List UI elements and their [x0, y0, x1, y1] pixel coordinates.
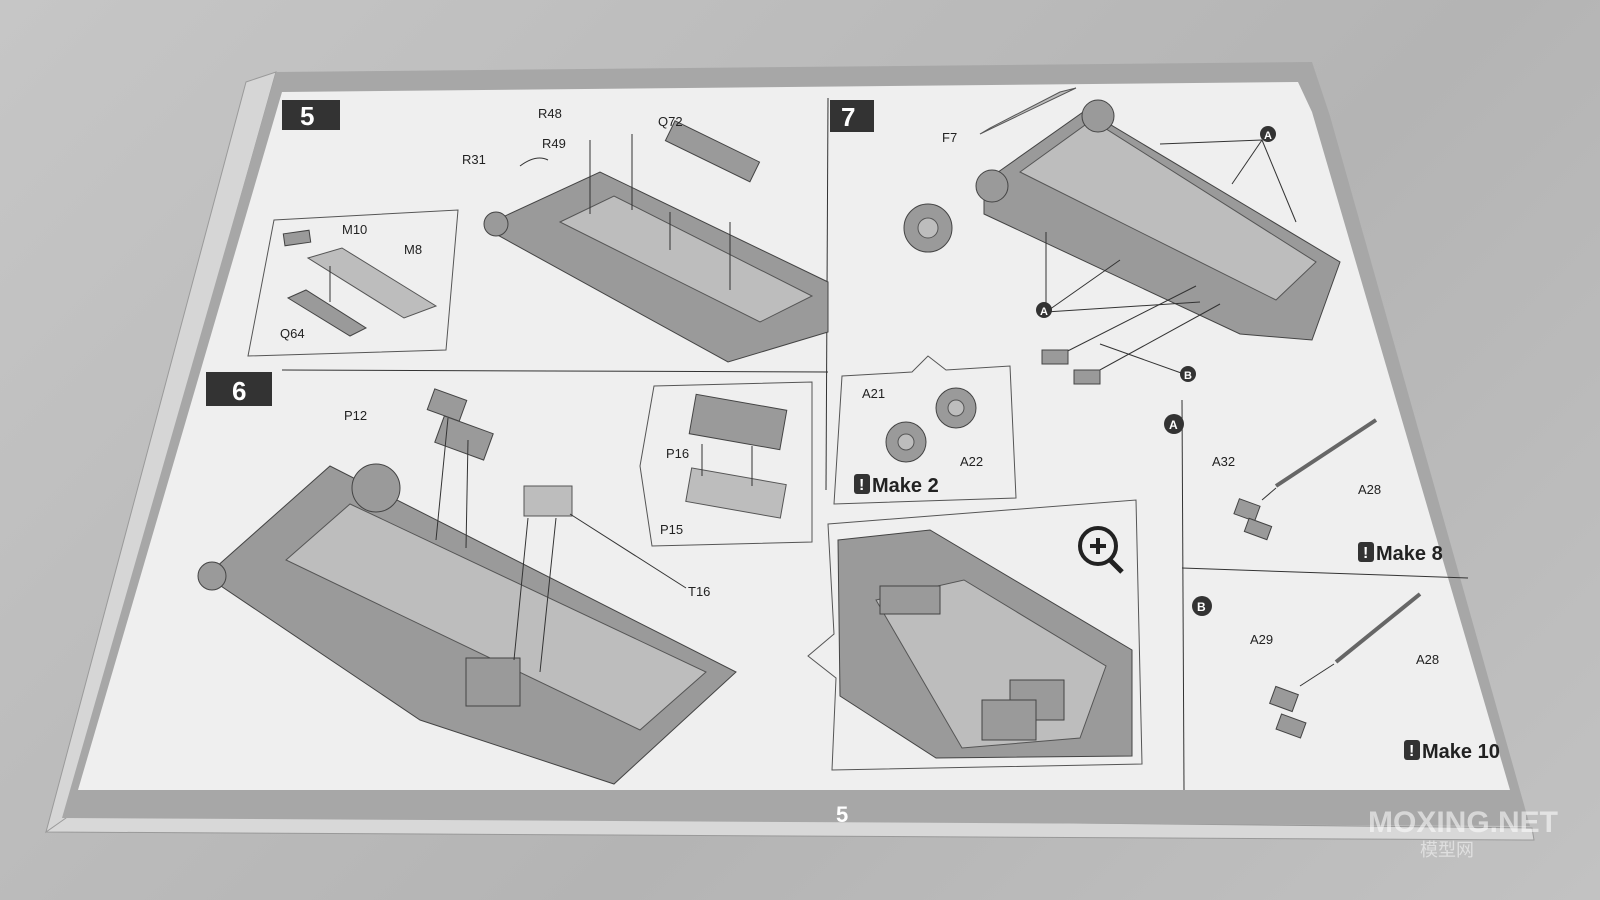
make-2-note: ! Make 2	[854, 474, 939, 497]
step-6-number: 6	[232, 376, 246, 406]
make-10-label: Make 10	[1422, 741, 1500, 763]
step-5-hull-drawing	[483, 120, 829, 363]
watermark-moxing: MOXING.NET	[1368, 806, 1558, 839]
step-7-inset	[833, 355, 1017, 505]
label-a28-upper: A28	[1358, 482, 1381, 497]
zoom-inset-drawing	[837, 529, 1133, 759]
zoom-in-icon	[1078, 526, 1124, 574]
step-5-badge: 5	[282, 100, 340, 131]
label-r48: R48	[538, 106, 562, 121]
label-a21: A21	[862, 386, 885, 401]
step-5-inset	[247, 209, 459, 357]
label-r31: R31	[462, 152, 486, 167]
label-a29: A29	[1250, 632, 1273, 647]
make-2-label: Make 2	[872, 475, 939, 497]
zoom-inset	[807, 499, 1143, 771]
label-a22: A22	[960, 454, 983, 469]
callout-b: B	[1180, 366, 1196, 382]
exclamation-icon	[1358, 542, 1374, 562]
label-f7: F7	[942, 130, 957, 145]
label-p16: P16	[666, 446, 689, 461]
page-body	[78, 82, 1510, 790]
exclamation-icon	[854, 474, 870, 494]
step-7-number: 7	[841, 102, 855, 132]
step-7-badge: 7	[830, 100, 874, 132]
svg-text:A: A	[1169, 418, 1178, 432]
step-5-number: 5	[300, 101, 314, 131]
svg-text:!: !	[1409, 743, 1414, 760]
step-6-inset-parts	[685, 393, 788, 519]
svg-text:A: A	[1040, 306, 1048, 318]
step-6-badge: 6	[206, 372, 272, 406]
label-p12: P12	[344, 408, 367, 423]
make-10-note: ! Make 10	[1404, 740, 1500, 763]
svg-text:!: !	[859, 477, 864, 494]
substep-a-drawing	[1233, 418, 1378, 541]
label-p15: P15	[660, 522, 683, 537]
substep-b-drawing	[1269, 592, 1422, 739]
label-m10: M10	[342, 222, 367, 237]
callout-a-lower: A	[1036, 302, 1052, 318]
step-6-inset	[639, 381, 813, 547]
label-a28-lower: A28	[1416, 652, 1439, 667]
label-q64: Q64	[280, 326, 305, 341]
label-a32: A32	[1212, 454, 1235, 469]
step-6-hull-drawing	[197, 388, 737, 785]
make-8-label: Make 8	[1376, 543, 1443, 565]
label-t16: T16	[688, 584, 710, 599]
page-number: 5	[836, 802, 848, 827]
label-q72: Q72	[658, 114, 683, 129]
substep-b-marker: B	[1192, 596, 1212, 616]
sprocket-parts	[885, 387, 977, 463]
callout-a-upper: A	[1260, 126, 1276, 142]
label-m8: M8	[404, 242, 422, 257]
watermark-moxing-cn: 模型网	[1420, 840, 1474, 860]
svg-text:B: B	[1184, 370, 1192, 382]
substep-a-marker: A	[1164, 414, 1184, 434]
step-5-inset-parts	[282, 229, 438, 337]
svg-text:B: B	[1197, 600, 1206, 614]
svg-text:A: A	[1264, 130, 1272, 142]
svg-text:!: !	[1363, 545, 1368, 562]
make-8-note: ! Make 8	[1358, 542, 1443, 565]
step-7-hull-drawing	[903, 87, 1341, 385]
exclamation-icon	[1404, 740, 1420, 760]
label-r49: R49	[542, 136, 566, 151]
